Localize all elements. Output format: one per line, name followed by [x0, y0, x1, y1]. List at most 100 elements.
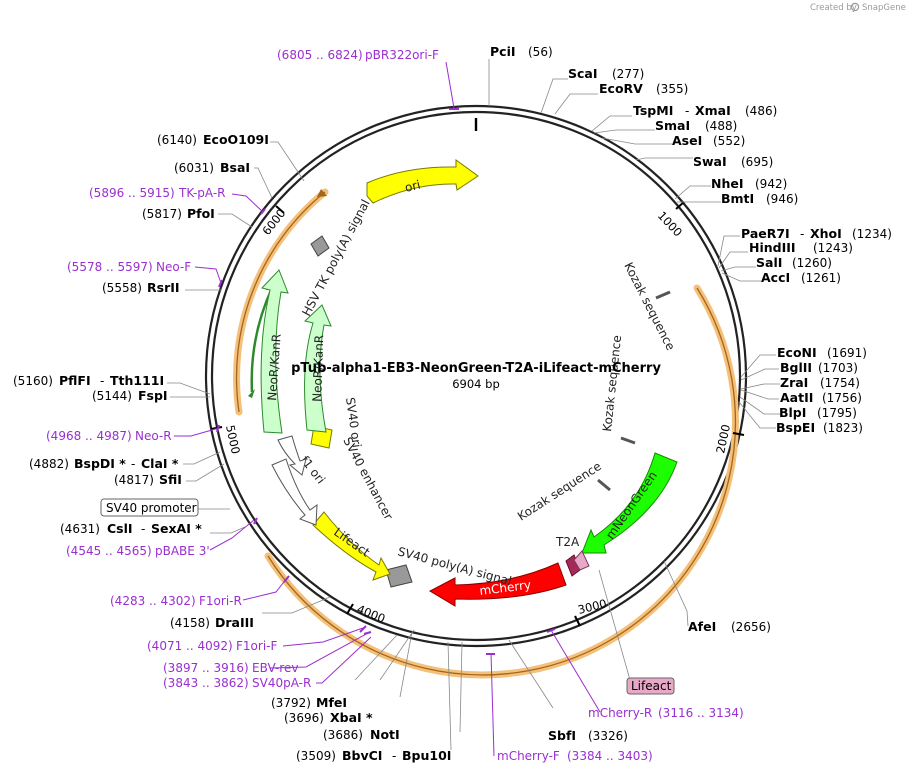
- site-aatii-pos: (1756): [822, 391, 862, 405]
- lifeact-label-box[interactable]: Lifeact: [626, 677, 675, 695]
- primer-pbr322ori-f-range: (6805 .. 6824): [277, 48, 363, 62]
- site-sfii[interactable]: SfiI: [159, 472, 182, 487]
- site-xbai[interactable]: XbaI *: [330, 710, 373, 725]
- site-bmti[interactable]: BmtI: [721, 191, 754, 206]
- site-paer7i[interactable]: PaeR7I: [741, 226, 790, 241]
- credit-brand: SnapGene: [862, 3, 906, 13]
- site-econi-pos: (1691): [827, 346, 867, 360]
- site-pflfi[interactable]: PflFI: [59, 373, 91, 388]
- site-pfoi-pos: (5817): [142, 207, 182, 221]
- feature-label-kozak-1: Kozak sequence: [621, 260, 677, 353]
- primer-neo-r-range: (4968 .. 4987): [46, 429, 132, 443]
- site-draiii[interactable]: DraIII: [215, 615, 254, 630]
- feature-f1ori[interactable]: Lifeact: [312, 511, 391, 581]
- kozak-marker-2: [620, 436, 636, 445]
- site-smai[interactable]: SmaI: [655, 118, 690, 133]
- site-nhei[interactable]: NheI: [711, 176, 744, 191]
- primer-mcherry-r-range: (3116 .. 3134): [658, 706, 744, 720]
- site-bspdi-pos: (4882): [29, 457, 69, 471]
- site-bglii[interactable]: BglII: [780, 360, 812, 375]
- primer-mcherry-r[interactable]: mCherry-R: [588, 706, 652, 720]
- primer-neo-r[interactable]: Neo-R: [135, 429, 172, 443]
- site-ecorv[interactable]: EcoRV: [599, 81, 643, 96]
- site-ecoo109i[interactable]: EcoO109I: [203, 132, 269, 147]
- site-tspmi[interactable]: TspMI: [633, 103, 673, 118]
- site-zrai[interactable]: ZraI: [780, 375, 808, 390]
- site-tth111i[interactable]: Tth111I: [110, 373, 164, 388]
- primer-pbabe3-range: (4545 .. 4565): [66, 544, 152, 558]
- tick-3000: [574, 615, 581, 627]
- primer-f1ori-r[interactable]: F1ori-R: [199, 594, 242, 608]
- feature-ori[interactable]: ori: [366, 159, 479, 204]
- site-clai[interactable]: ClaI *: [141, 456, 179, 471]
- orf-arrowhead-icon: [317, 189, 327, 197]
- site-bspei-pos: (1823): [823, 421, 863, 435]
- feature-neokanr-inner[interactable]: NeoR/KanR: [303, 304, 332, 433]
- site-bspdi[interactable]: BspDI *: [74, 456, 126, 471]
- site-hindiii[interactable]: HindIII: [749, 240, 796, 255]
- site-csli[interactable]: CslI: [107, 521, 133, 536]
- site-scai[interactable]: ScaI: [568, 66, 598, 81]
- feature-mcherry[interactable]: mCherry: [428, 562, 567, 607]
- feature-sv40-promoter-arrow[interactable]: [277, 435, 307, 476]
- primer-sv40pa-r[interactable]: SV40pA-R: [252, 676, 311, 690]
- site-noti[interactable]: NotI: [370, 727, 400, 742]
- site-swai[interactable]: SwaI: [693, 154, 727, 169]
- site-pcii-pos: (56): [528, 45, 553, 59]
- tick-label-5000: 5000: [223, 424, 243, 456]
- site-blpi[interactable]: BlpI: [779, 405, 806, 420]
- feature-label-hsv-tk-polya: HSV TK poly(A) signal: [299, 197, 372, 318]
- feature-neokanr-outer[interactable]: NeoR/KanR: [260, 269, 289, 434]
- feature-label-t2a: T2A: [555, 535, 580, 549]
- primer-f1ori-r-range: (4283 .. 4302): [110, 594, 196, 608]
- tick-label-1000: 1000: [655, 208, 685, 239]
- site-sbfi[interactable]: SbfI: [548, 728, 576, 743]
- feature-hsv-tk-polya[interactable]: HSV TK poly(A) signal: [299, 197, 372, 318]
- site-fspi[interactable]: FspI: [138, 388, 168, 403]
- feature-label-sv40-promoter: SV40 promoter: [106, 501, 197, 515]
- site-separator: -: [141, 522, 145, 536]
- site-econi[interactable]: EcoNI: [777, 345, 817, 360]
- site-bpu10i[interactable]: Bpu10I: [402, 748, 451, 763]
- site-sexai[interactable]: SexAI *: [151, 521, 202, 536]
- site-xmai[interactable]: XmaI: [695, 103, 731, 118]
- primer-markers: [216, 108, 556, 655]
- site-nhei-pos: (942): [755, 177, 787, 191]
- primer-pbr322ori-f[interactable]: pBR322ori-F: [365, 48, 439, 62]
- site-mfei[interactable]: MfeI: [316, 695, 347, 710]
- primer-neo-f[interactable]: Neo-F: [156, 260, 191, 274]
- primer-ebv-rev[interactable]: EBV-rev: [252, 661, 298, 675]
- site-pfoi[interactable]: PfoI: [187, 206, 215, 221]
- site-blpi-pos: (1795): [817, 406, 857, 420]
- site-xhoi[interactable]: XhoI: [810, 226, 842, 241]
- site-separator: -: [392, 749, 396, 763]
- sv40-promoter-label-box[interactable]: SV40 promoter: [100, 498, 199, 517]
- plasmid-name: pTub-alpha1-EB3-NeonGreen-T2A-iLifeact-m…: [291, 361, 661, 376]
- site-asei-pos: (552): [713, 134, 745, 148]
- primer-mcherry-f[interactable]: mCherry-F: [497, 749, 560, 763]
- site-acci[interactable]: AccI: [761, 270, 790, 285]
- feature-label-ori: ori: [403, 178, 422, 195]
- site-bbvci[interactable]: BbvCI: [342, 748, 382, 763]
- feature-label-neokanr-outer: NeoR/KanR: [265, 333, 284, 401]
- site-ecorv-pos: (355): [656, 82, 688, 96]
- site-aatii[interactable]: AatII: [780, 390, 813, 405]
- site-asei[interactable]: AseI: [672, 133, 702, 148]
- site-rsrii[interactable]: RsrII: [147, 280, 180, 295]
- site-bsai[interactable]: BsaI: [220, 160, 250, 175]
- site-acci-pos: (1261): [801, 271, 841, 285]
- site-separator: -: [685, 104, 689, 118]
- site-bspei[interactable]: BspEI: [776, 420, 815, 435]
- primer-tk-pa-r[interactable]: TK-pA-R: [178, 186, 226, 200]
- site-afei[interactable]: AfeI: [688, 619, 716, 634]
- site-csli-pos: (4631): [60, 522, 100, 536]
- primer-pbabe3[interactable]: pBABE 3': [155, 544, 210, 558]
- tick-6000: [275, 205, 285, 214]
- primer-f1ori-f[interactable]: F1ori-F: [236, 639, 277, 653]
- feature-lifeact-segment[interactable]: [573, 550, 590, 571]
- site-sali[interactable]: SalI: [756, 255, 782, 270]
- site-separator: -: [131, 457, 135, 471]
- feature-sv40-ori[interactable]: SV40 ori: [310, 396, 364, 449]
- site-pcii[interactable]: PciI: [490, 44, 516, 59]
